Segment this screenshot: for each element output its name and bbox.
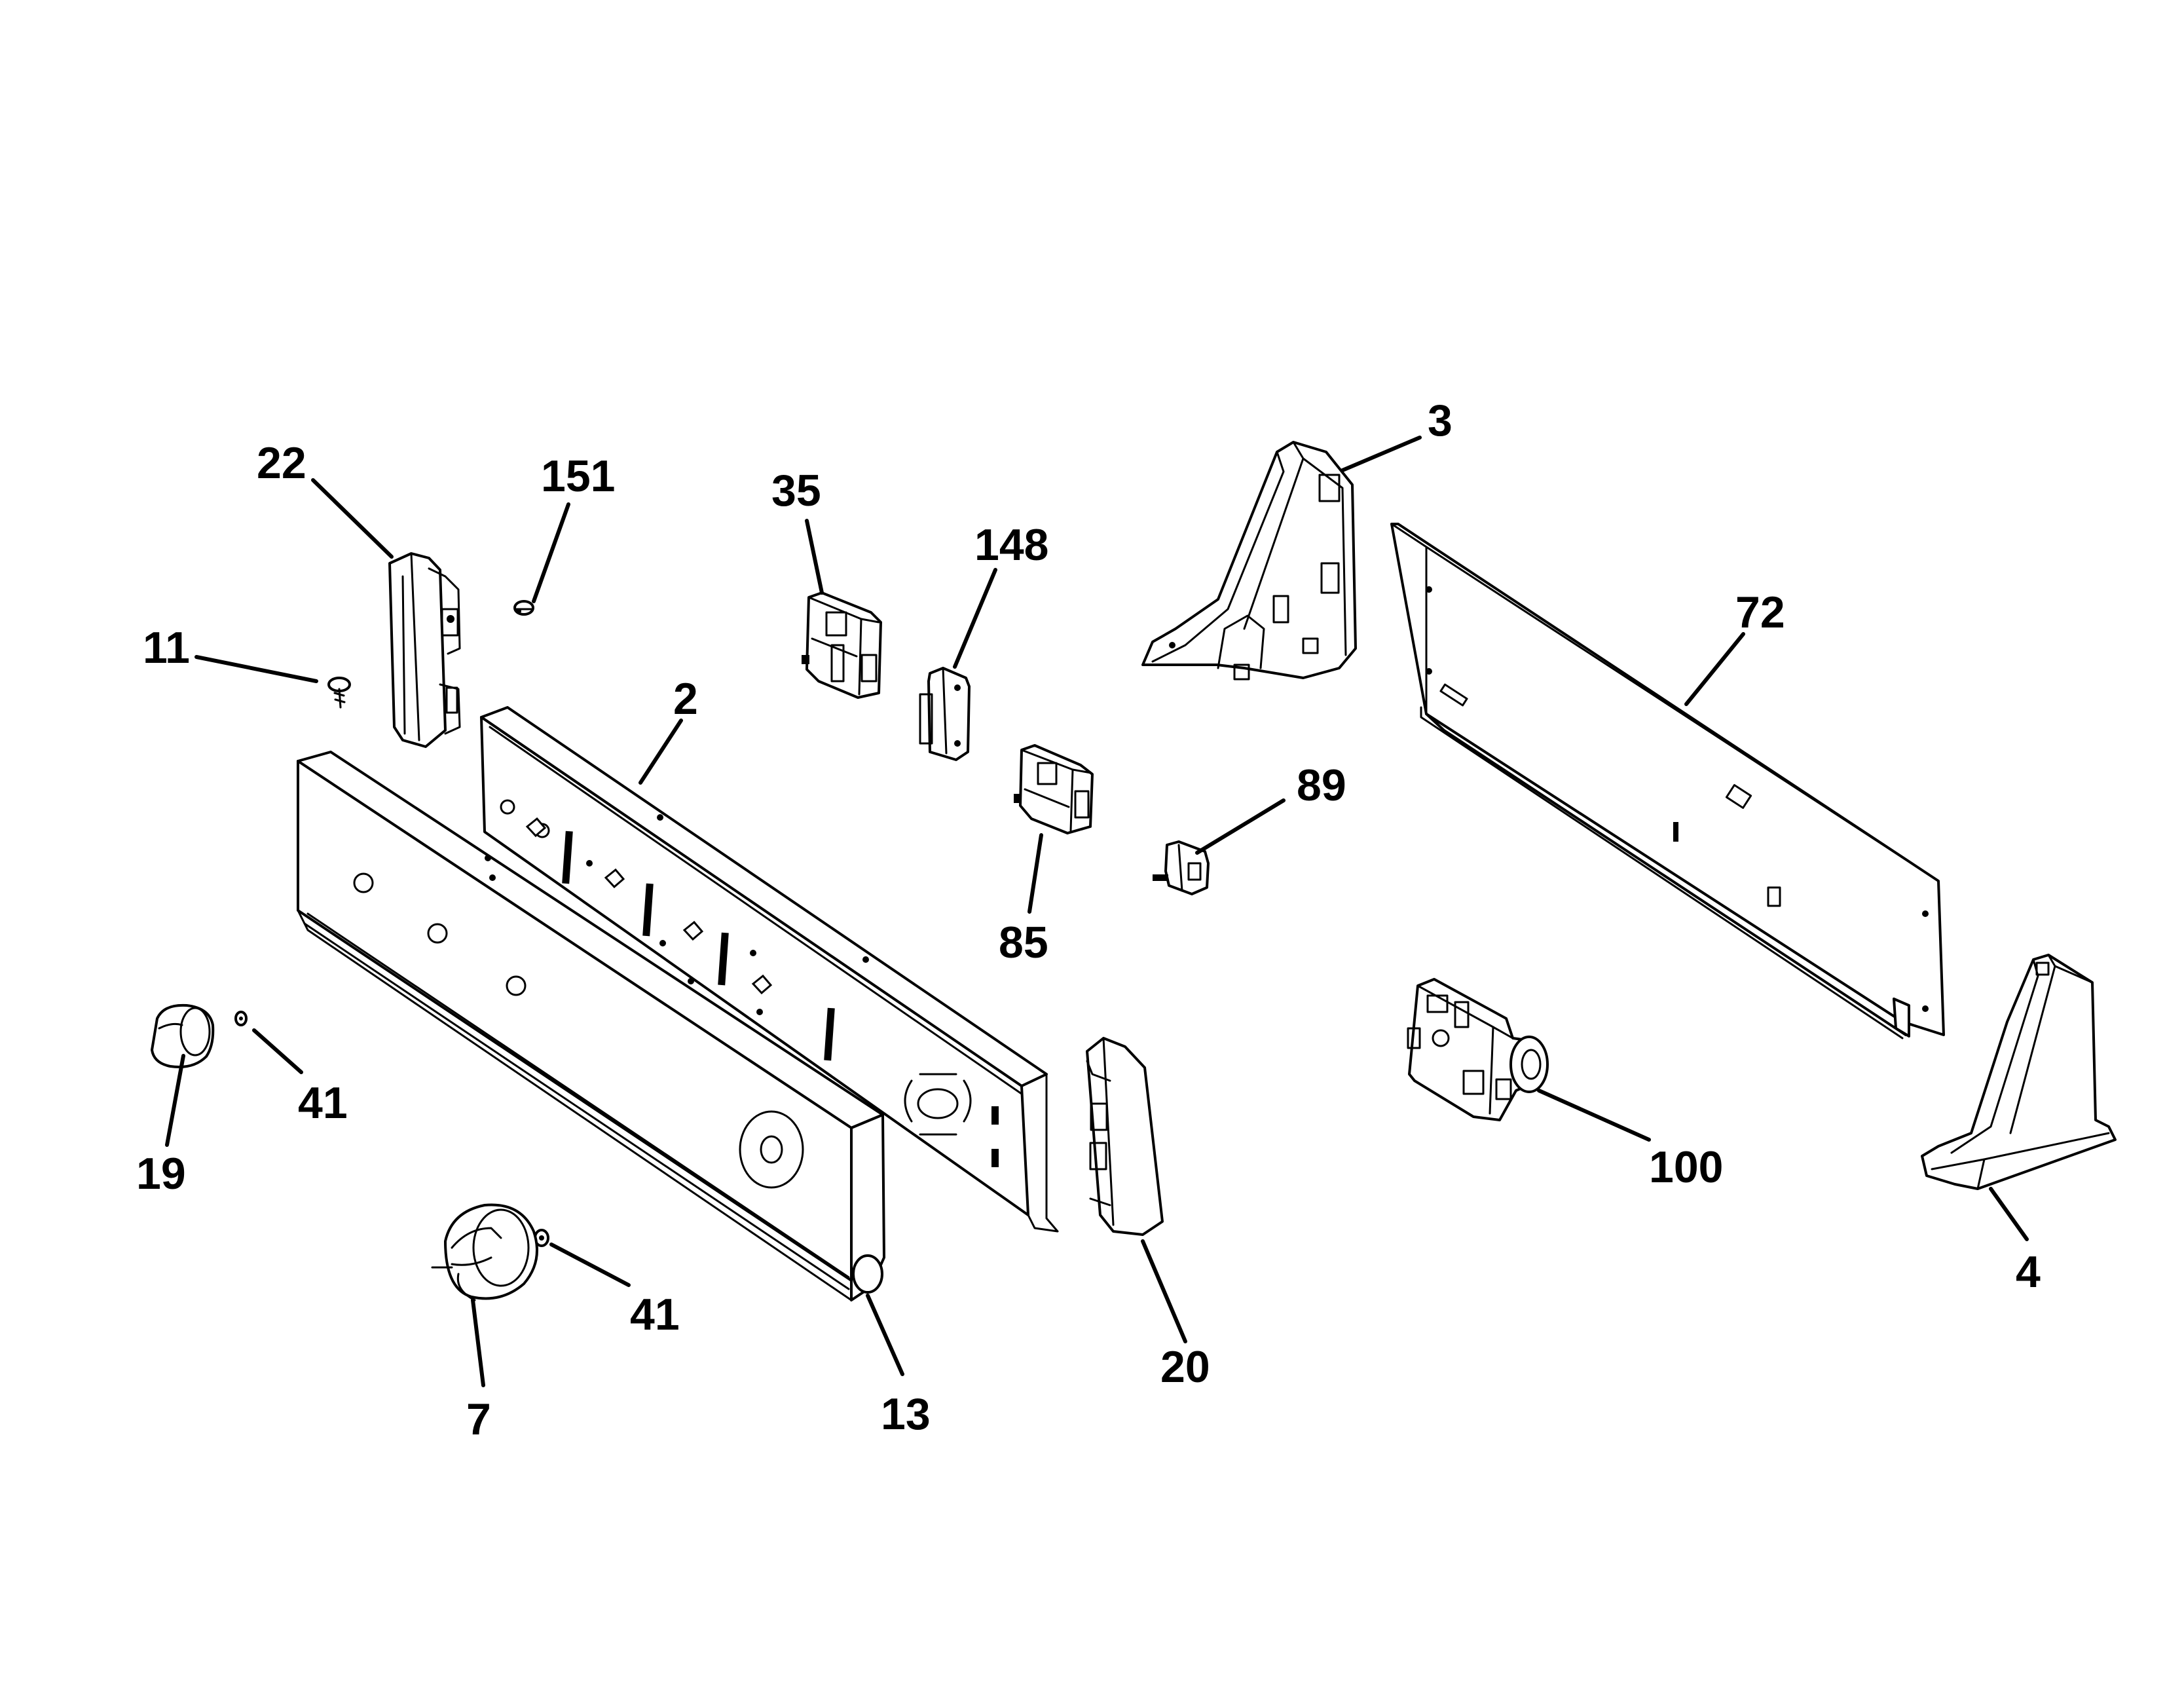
callout-7: 7 <box>466 1394 491 1444</box>
part-20-right-bracket <box>1086 1037 1164 1236</box>
part-35-switch <box>802 591 882 699</box>
callout-85: 85 <box>999 918 1048 967</box>
leader-3 <box>1341 436 1422 472</box>
callout-20: 20 <box>1160 1342 1210 1392</box>
callout-2: 2 <box>673 674 698 724</box>
part-11-screw <box>327 677 351 709</box>
leader-lines <box>165 436 2029 1387</box>
leader-100 <box>1537 1089 1651 1142</box>
callout-72: 72 <box>1735 588 1785 637</box>
leader-35 <box>805 519 824 595</box>
callout-41a: 41 <box>298 1078 348 1128</box>
callout-148: 148 <box>974 520 1048 570</box>
leader-151 <box>532 502 570 603</box>
callout-3: 3 <box>1428 396 1453 445</box>
callout-35: 35 <box>771 466 821 515</box>
timer-knob-hole <box>739 1110 804 1189</box>
timer-mount-cutout <box>904 1073 972 1136</box>
part-22-left-bracket <box>388 552 461 748</box>
leader-72 <box>1684 632 1745 706</box>
leader-2 <box>639 719 683 785</box>
leader-19 <box>165 1054 185 1147</box>
part-148-bracket <box>919 667 971 761</box>
leader-20 <box>1141 1239 1187 1343</box>
part-4-end-cap <box>1921 954 2117 1190</box>
callout-11: 11 <box>143 623 190 673</box>
part-13-front-panel <box>297 751 885 1301</box>
part-3-end-cap <box>1141 441 1357 681</box>
leader-85 <box>1027 833 1043 914</box>
part-85-switch <box>1014 744 1094 834</box>
leader-22 <box>311 478 394 559</box>
callout-13: 13 <box>881 1389 931 1439</box>
leader-148 <box>953 568 997 669</box>
callout-19: 19 <box>136 1149 186 1199</box>
callout-41b: 41 <box>630 1290 680 1339</box>
part-19-knob <box>151 1003 215 1068</box>
callout-22: 22 <box>257 438 306 488</box>
callout-151: 151 <box>541 451 615 501</box>
callout-numbers: 22 151 11 35 148 2 3 72 89 85 41 19 100 … <box>136 396 2041 1444</box>
leader-11 <box>194 655 318 683</box>
leader-89 <box>1195 798 1286 855</box>
callout-4: 4 <box>2016 1247 2041 1297</box>
leader-13 <box>866 1294 904 1376</box>
part-2-console-frame <box>480 706 1059 1233</box>
leader-41a <box>252 1028 303 1074</box>
part-7-timer-knob <box>431 1203 538 1301</box>
part-41-clip-a <box>234 1011 248 1026</box>
leader-7 <box>471 1298 485 1387</box>
callout-89: 89 <box>1297 760 1346 810</box>
part-100-timer <box>1407 978 1549 1121</box>
part-89-clip <box>1153 840 1210 895</box>
leader-4 <box>1989 1187 2029 1241</box>
part-72-rear-panel <box>1390 523 1945 1039</box>
leader-41b <box>549 1243 631 1287</box>
part-151-screw <box>513 600 534 616</box>
callout-100: 100 <box>1649 1142 1723 1192</box>
